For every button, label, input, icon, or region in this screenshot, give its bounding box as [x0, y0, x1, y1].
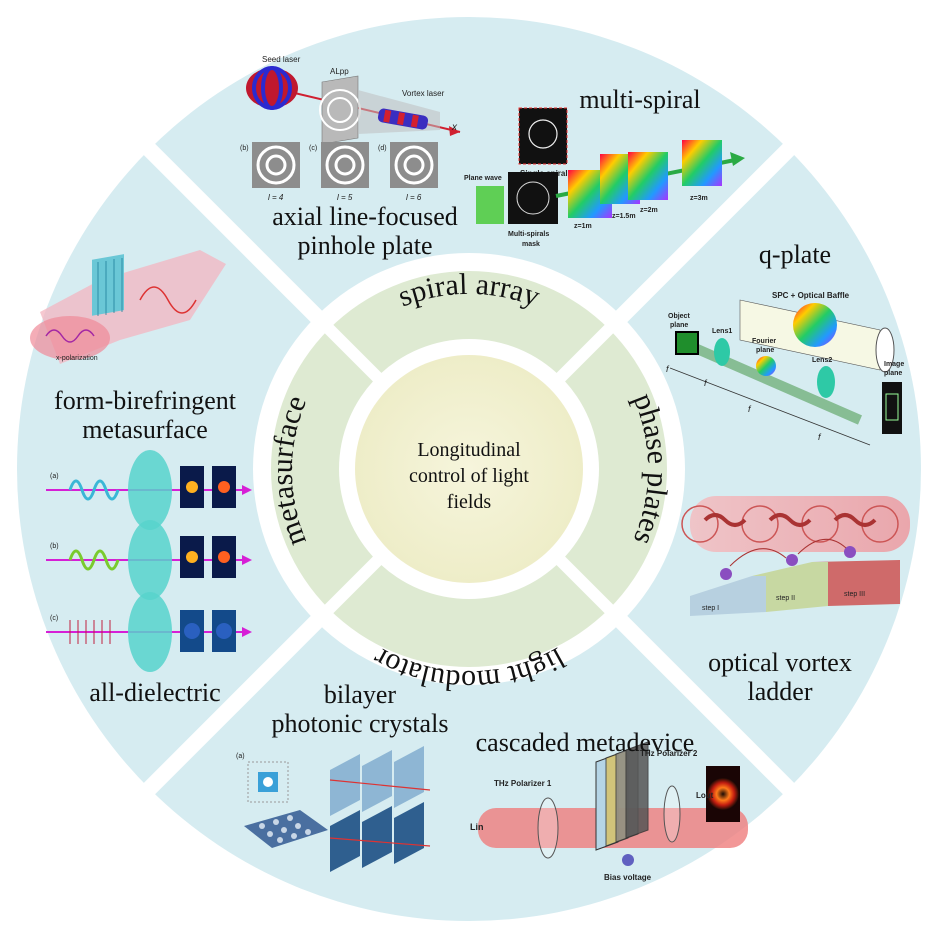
svg-text:Lin: Lin	[470, 822, 484, 832]
svg-text:(c): (c)	[50, 615, 58, 622]
label-optical-vortex-ladder: optical vortex ladder	[708, 648, 852, 707]
svg-text:(c): (c)	[309, 145, 317, 152]
plane-wave-block	[476, 186, 504, 224]
label-multi-spiral: multi-spiral	[579, 85, 701, 114]
svg-text:(b): (b)	[240, 145, 249, 152]
label-all-dielectric: all-dielectric	[89, 678, 221, 707]
svg-text:z=2m: z=2m	[640, 207, 658, 214]
center-line-1: Longitudinal	[417, 439, 521, 461]
svg-text:f: f	[704, 378, 708, 388]
svg-text:(d): (d)	[378, 145, 387, 152]
svg-text:Seed laser: Seed laser	[262, 55, 301, 64]
svg-text:mask: mask	[522, 241, 540, 248]
svg-text:ALpp: ALpp	[330, 67, 349, 76]
svg-text:l = 6: l = 6	[406, 193, 422, 202]
svg-text:step I: step I	[702, 605, 719, 612]
svg-text:z=3m: z=3m	[690, 195, 708, 202]
svg-text:f: f	[818, 432, 822, 442]
svg-text:plane: plane	[756, 347, 774, 354]
inset-q-plate: SPC + Optical Baffle Object plane Lens1 …	[666, 291, 904, 446]
inset-multi-spiral: Single spiral Plane wave Multi-spirals m…	[464, 107, 745, 248]
svg-text:Multi-spirals: Multi-spirals	[508, 231, 549, 238]
svg-text:(a): (a)	[50, 473, 59, 480]
svg-text:THz Polarizer 2: THz Polarizer 2	[640, 749, 698, 758]
svg-text:SPC + Optical Baffle: SPC + Optical Baffle	[772, 291, 850, 300]
svg-text:Lens1: Lens1	[712, 328, 732, 335]
seed-laser-shape	[246, 68, 298, 108]
svg-text:Lens2: Lens2	[812, 357, 832, 364]
label-form-birefringent-metasurface: form-birefringent metasurface	[54, 386, 236, 445]
label-bilayer-photonic-crystals: bilayer photonic crystals	[271, 680, 449, 739]
metasurface-grid	[92, 254, 124, 316]
spc-disc	[793, 303, 837, 347]
svg-text:f: f	[666, 364, 670, 374]
svg-text:(a): (a)	[236, 753, 245, 760]
svg-text:z=1m: z=1m	[574, 223, 592, 230]
svg-text:plane: plane	[670, 322, 688, 329]
label-axial-line-focused: axial line-focused pinhole plate	[272, 202, 458, 261]
svg-text:z=1.5m: z=1.5m	[612, 213, 636, 220]
svg-text:l = 4: l = 4	[268, 193, 284, 202]
svg-text:Bias voltage: Bias voltage	[604, 873, 652, 882]
svg-text:Lout: Lout	[696, 791, 714, 800]
svg-text:(b): (b)	[50, 543, 59, 550]
svg-text:Plane wave: Plane wave	[464, 175, 502, 182]
svg-text:step III: step III	[844, 591, 865, 598]
inset-all-dielectric: (a) (b) (c)	[46, 450, 252, 672]
svg-text:x: x	[451, 122, 458, 133]
inset-vortex-ladder: step I step II step III	[681, 496, 910, 616]
center-label: Longitudinal control of light fields	[379, 437, 559, 515]
label-q-plate: q-plate	[758, 240, 832, 269]
inset-pinhole-plate: Seed laser ALpp Vortex laser x (b) l = 4…	[240, 55, 461, 202]
svg-text:THz Polarizer 1: THz Polarizer 1	[494, 779, 552, 788]
svg-text:Object: Object	[668, 313, 690, 320]
svg-text:x-polarization: x-polarization	[56, 355, 98, 362]
inset-form-birefringent: x-polarization	[30, 250, 226, 364]
svg-text:Vortex laser: Vortex laser	[402, 89, 445, 98]
center-line-2: control of light	[409, 465, 529, 487]
svg-text:step II: step II	[776, 595, 795, 602]
inset-cascaded-metadevice: THz Polarizer 1 Bias voltage THz Polariz…	[470, 741, 748, 882]
svg-text:Image: Image	[884, 361, 904, 368]
svg-text:f: f	[748, 404, 752, 414]
svg-text:l = 5: l = 5	[337, 193, 353, 202]
svg-text:Fourier: Fourier	[752, 338, 776, 345]
label-cascaded-metadevice: cascaded metadevice	[475, 728, 695, 757]
center-line-3: fields	[446, 491, 492, 513]
svg-text:plane: plane	[884, 370, 902, 377]
center-disc	[355, 355, 583, 583]
inset-photonic-crystals: (a)	[236, 746, 431, 872]
